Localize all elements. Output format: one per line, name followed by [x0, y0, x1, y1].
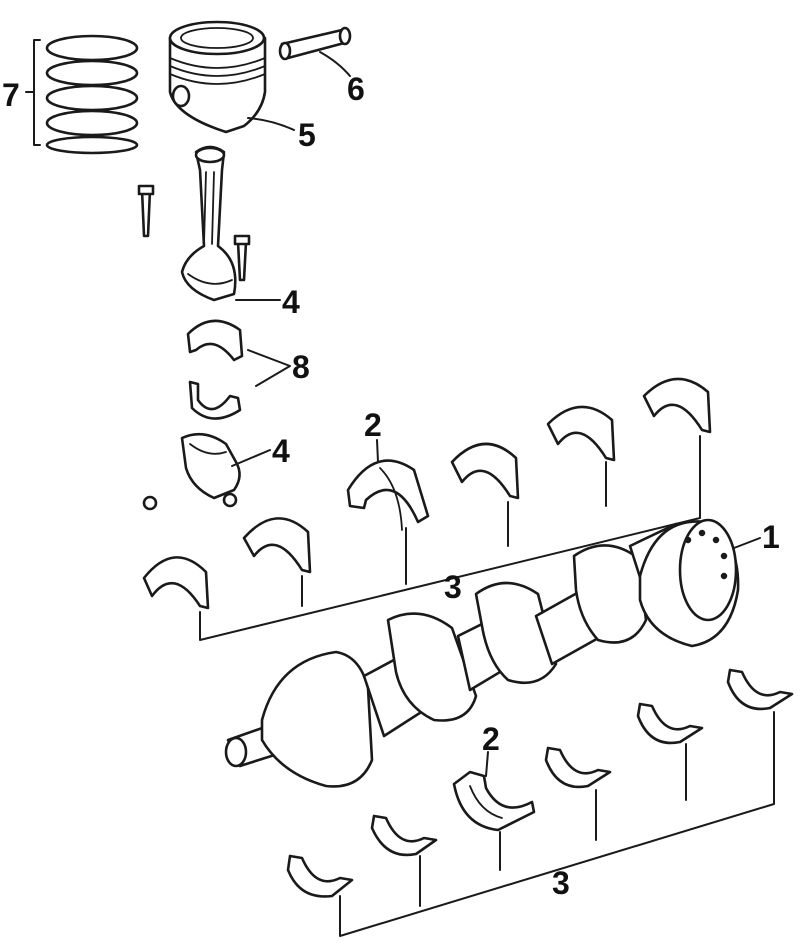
callout-thrust-lower: 2 — [482, 721, 500, 757]
rings-bracket — [25, 39, 41, 146]
upper-thrust-bearing — [346, 459, 430, 531]
rod-bearing-shells — [186, 319, 244, 420]
pin-leader — [319, 51, 351, 77]
lower-mains-bracket — [339, 711, 775, 937]
callout-rod-cap: 4 — [272, 433, 290, 469]
upper-main-bearing-shells — [142, 377, 712, 610]
callout-rod: 4 — [282, 284, 300, 320]
lower-main-bearing-shells — [286, 668, 794, 898]
callout-crankshaft: 1 — [762, 519, 780, 555]
piston-pin — [278, 26, 352, 61]
connecting-rod — [180, 145, 237, 302]
callout-main-upper: 3 — [444, 569, 462, 605]
piston-leader — [247, 117, 295, 131]
callout-main-lower: 3 — [552, 865, 570, 901]
callout-thrust-upper: 2 — [364, 407, 382, 443]
upper-mains-bracket — [199, 435, 701, 641]
callout-rings: 7 — [2, 77, 20, 113]
rod-cap-leader — [231, 449, 271, 467]
rod-cap — [142, 432, 241, 511]
callout-pin: 6 — [347, 71, 365, 107]
piston-rings — [45, 34, 139, 155]
callout-piston: 5 — [298, 117, 316, 153]
callout-rod-bearings: 8 — [292, 349, 310, 385]
lower-thrust-bearing — [452, 770, 536, 832]
piston — [168, 20, 267, 134]
crankshaft — [224, 518, 740, 788]
rod-bearings-leader — [247, 349, 291, 387]
crankshaft-leader — [733, 537, 761, 549]
thrust-upper-leader — [376, 439, 379, 463]
rod-bolts — [137, 184, 251, 282]
thrust-lower-leader — [485, 751, 489, 777]
